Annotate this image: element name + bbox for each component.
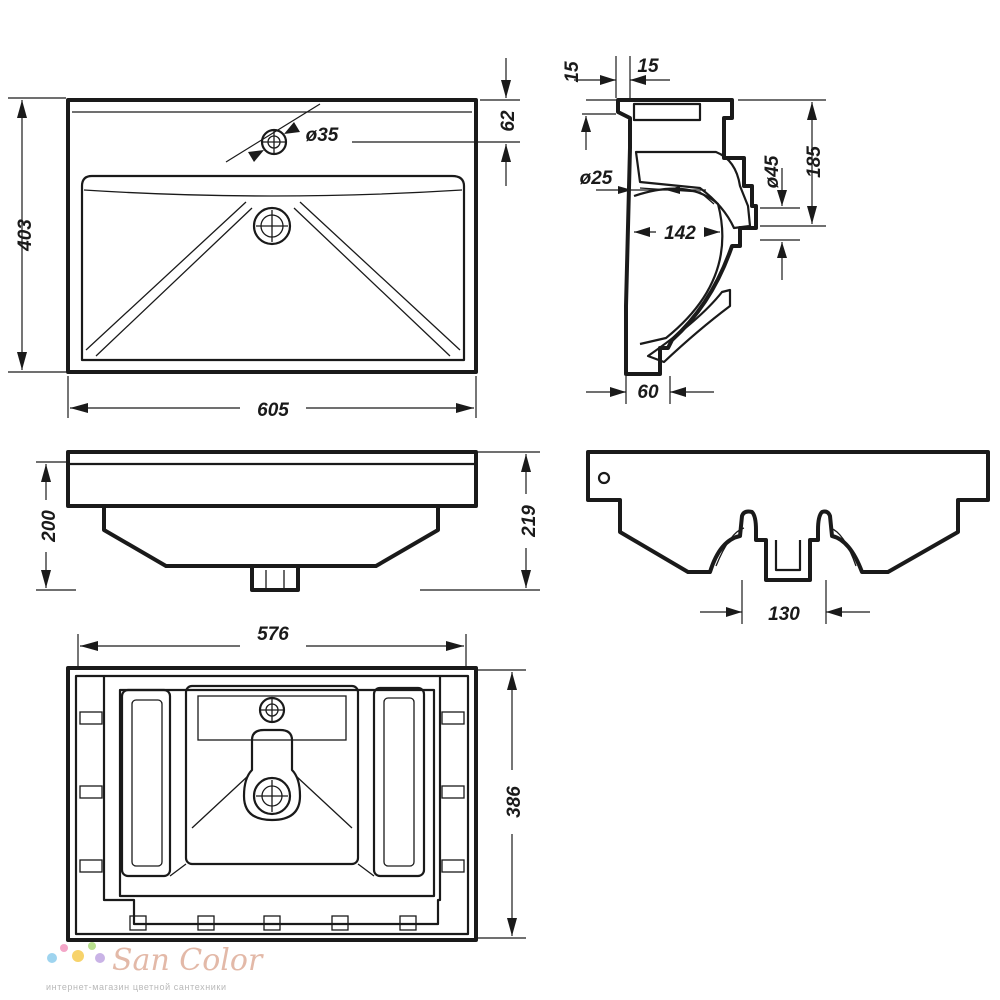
bottom-view — [66, 666, 478, 942]
dim-total-height-219: 219 — [519, 505, 540, 538]
dim-drain-diameter: ø25 — [580, 168, 613, 189]
dimension-labels: 403 605 ø35 62 15 15 185 ø25 ø45 142 60 … — [15, 56, 825, 818]
side-view-dimensions — [574, 56, 826, 404]
dim-outlet-diameter: ø45 — [762, 155, 783, 188]
front-view-bowl — [102, 506, 440, 568]
bottom-right-rib — [372, 686, 426, 878]
dim-rim-right: 15 — [637, 56, 659, 77]
dim-tap-offset: 62 — [498, 110, 519, 132]
bottom-view-dimensions — [77, 634, 526, 939]
watermark-dot — [60, 944, 68, 952]
top-view — [66, 98, 478, 374]
dim-bracket-spacing-130: 130 — [768, 604, 800, 625]
drain-hole — [252, 206, 292, 246]
dim-bowl-height-200: 200 — [39, 510, 60, 543]
watermark-dot — [47, 953, 57, 963]
dim-width-605: 605 — [257, 400, 289, 421]
side-view-outline — [616, 98, 758, 376]
front-view-rim — [66, 450, 478, 508]
bottom-left-rib — [120, 688, 172, 878]
overflow-hole — [597, 471, 611, 485]
watermark-dot — [72, 950, 84, 962]
watermark-tagline: интернет-магазин цветной сантехники — [46, 982, 227, 992]
bottom-view-outline — [66, 666, 478, 942]
front-view-drain — [250, 564, 300, 592]
bottom-basin — [184, 684, 360, 866]
watermark: San Color интернет-магазин цветной санте… — [46, 942, 264, 992]
watermark-brand: San Color — [112, 943, 264, 978]
front-view-dimensions — [36, 451, 540, 591]
bottom-drain-boss — [242, 728, 302, 822]
dim-rim-left: 15 — [562, 61, 583, 83]
rear-view-outline — [586, 450, 990, 582]
dim-depth-403: 403 — [15, 219, 36, 252]
rear-view — [586, 450, 990, 582]
top-view-outline — [66, 98, 478, 374]
dim-foot-60: 60 — [637, 382, 659, 403]
dim-projection-142: 142 — [664, 223, 696, 244]
watermark-dots — [47, 942, 105, 963]
rear-view-dimensions — [700, 580, 870, 624]
dim-tap-hole: ø35 — [306, 125, 339, 146]
dim-inner-width-576: 576 — [257, 624, 289, 645]
dim-inner-depth-386: 386 — [504, 786, 525, 818]
top-view-basin — [80, 174, 466, 362]
dim-height-185: 185 — [804, 146, 825, 178]
top-view-dimensions — [8, 58, 520, 418]
watermark-dot — [95, 953, 105, 963]
front-view — [66, 450, 478, 592]
watermark-dot — [88, 942, 96, 950]
